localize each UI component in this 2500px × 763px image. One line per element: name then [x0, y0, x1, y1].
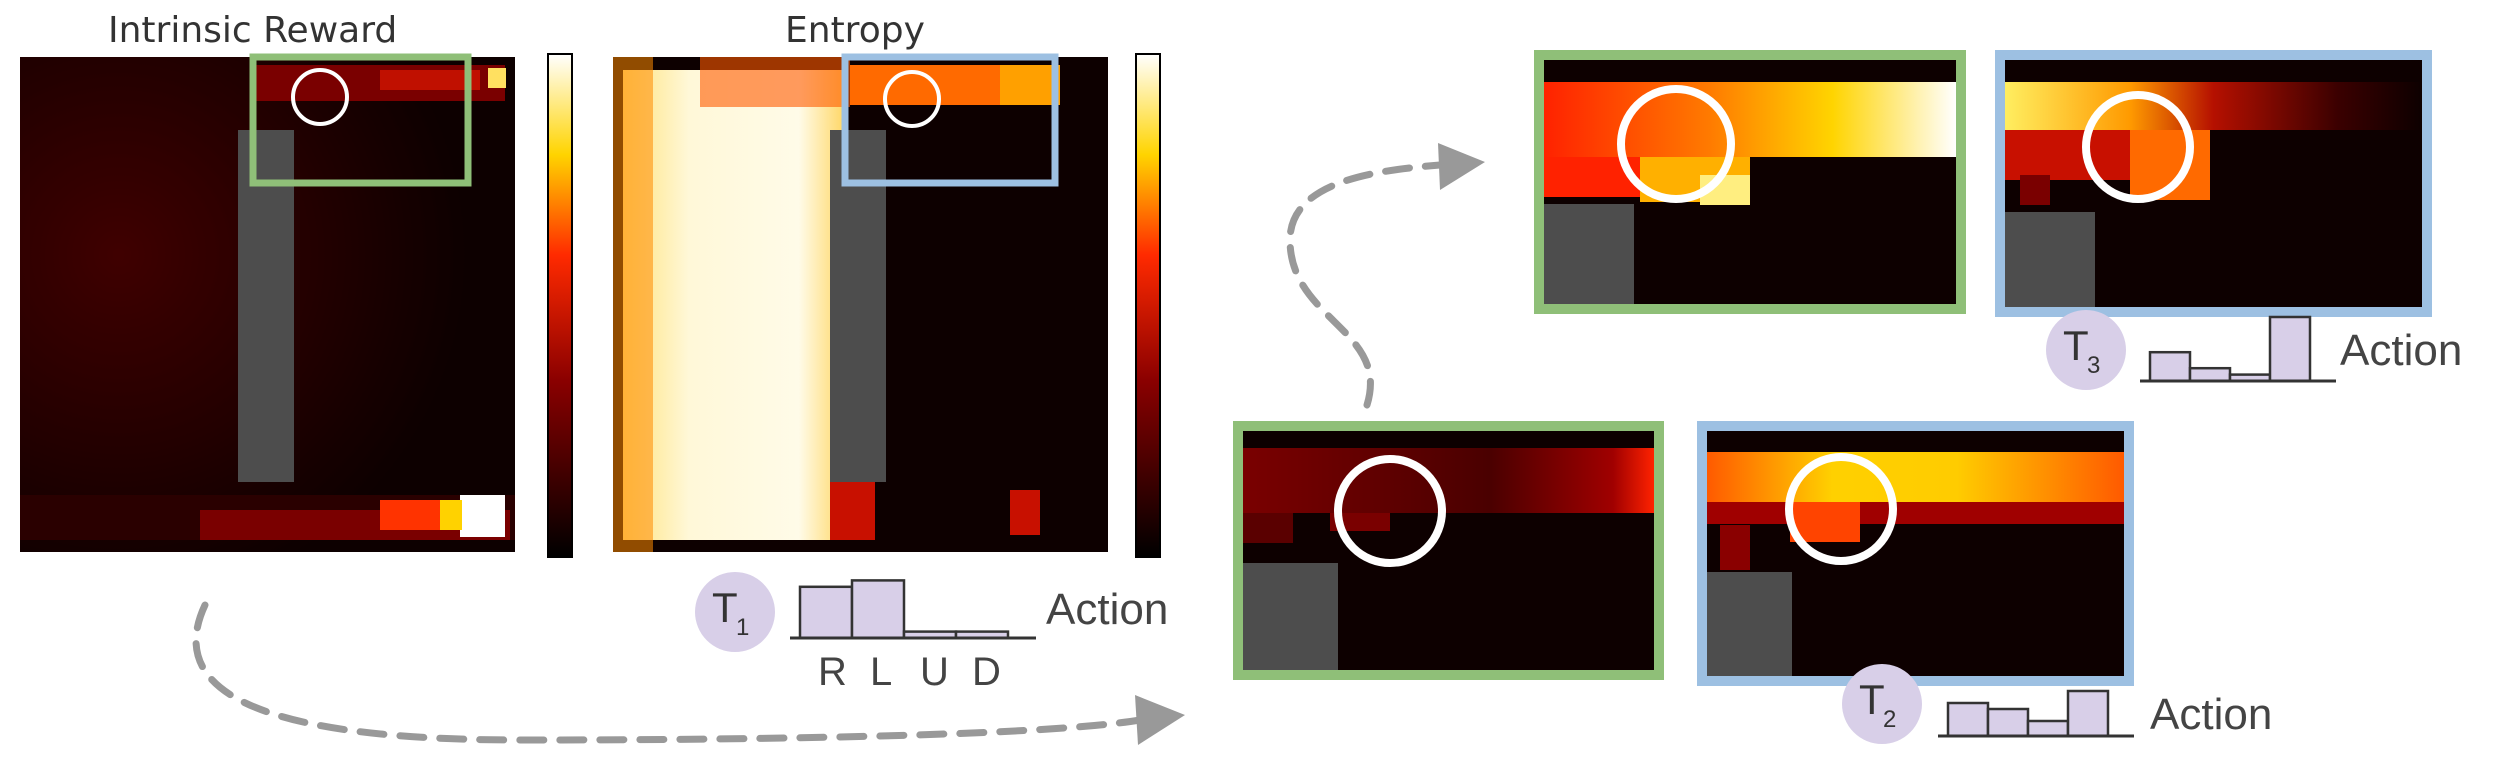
intrinsic-reward-heatmap: [20, 57, 515, 552]
obstacle: [1544, 204, 1634, 304]
circle-highlight-icon: [1334, 455, 1446, 567]
colorbar-icon: [547, 53, 573, 558]
action-letter-d: D: [972, 650, 1001, 694]
action-bar: [2026, 719, 2070, 738]
zoom-panel-t2-reward: [1233, 421, 1664, 680]
action-label-t1: Action: [1046, 585, 1169, 634]
step-subscript: 1: [736, 614, 750, 641]
obstacle: [238, 130, 294, 482]
action-letter-r: R: [818, 650, 847, 694]
action-label-t2: Action: [2150, 690, 2273, 739]
action-bar: [1946, 701, 1990, 738]
action-letter-l: L: [870, 650, 893, 694]
action-letter-u: U: [920, 650, 949, 694]
step-symbol: T: [712, 584, 738, 631]
action-bar: [2148, 350, 2192, 383]
step-badge-t2: T 2: [1842, 664, 1922, 744]
action-bar: [798, 585, 854, 640]
step-badge-t3: T 3: [2046, 310, 2126, 390]
dashed-curved-arrow-icon: [192, 601, 1185, 745]
obstacle: [1243, 563, 1338, 670]
zoom-panel-t2-entropy: [1697, 421, 2134, 686]
action-bar: [2066, 689, 2110, 738]
obstacle: [2005, 212, 2095, 307]
obstacle: [1707, 572, 1792, 676]
entropy-heatmap: [613, 57, 1108, 552]
action-distribution-t2: [1938, 689, 2134, 738]
action-bar: [850, 579, 906, 640]
circle-highlight-icon: [2082, 91, 2194, 203]
entropy-title: Entropy: [785, 10, 925, 51]
step-subscript: 2: [1883, 706, 1897, 733]
step-symbol: T: [2063, 322, 2089, 369]
circle-highlight-icon: [1617, 85, 1735, 203]
action-distribution-t3: [2140, 315, 2336, 383]
step-subscript: 3: [2087, 352, 2101, 379]
action-distribution-t1: [790, 579, 1036, 640]
circle-highlight-icon: [291, 68, 349, 126]
green-zoom-box: [249, 53, 472, 187]
action-bar: [2188, 366, 2232, 383]
step-symbol: T: [1859, 676, 1885, 723]
intrinsic-reward-title: Intrinsic Reward: [108, 10, 398, 51]
action-label-t3: Action: [2340, 326, 2463, 375]
action-bar: [1986, 707, 2030, 738]
step-badge-t1: T 1: [695, 572, 775, 652]
blue-zoom-box: [841, 53, 1059, 187]
action-bar: [2268, 315, 2312, 383]
dashed-curved-arrow-icon: [1286, 143, 1485, 409]
colorbar-icon: [1135, 53, 1161, 558]
zoom-panel-t3-reward: [1534, 50, 1966, 314]
circle-highlight-icon: [883, 70, 941, 128]
zoom-panel-t3-entropy: [1995, 50, 2432, 317]
obstacle: [830, 130, 886, 482]
circle-highlight-icon: [1785, 453, 1897, 565]
